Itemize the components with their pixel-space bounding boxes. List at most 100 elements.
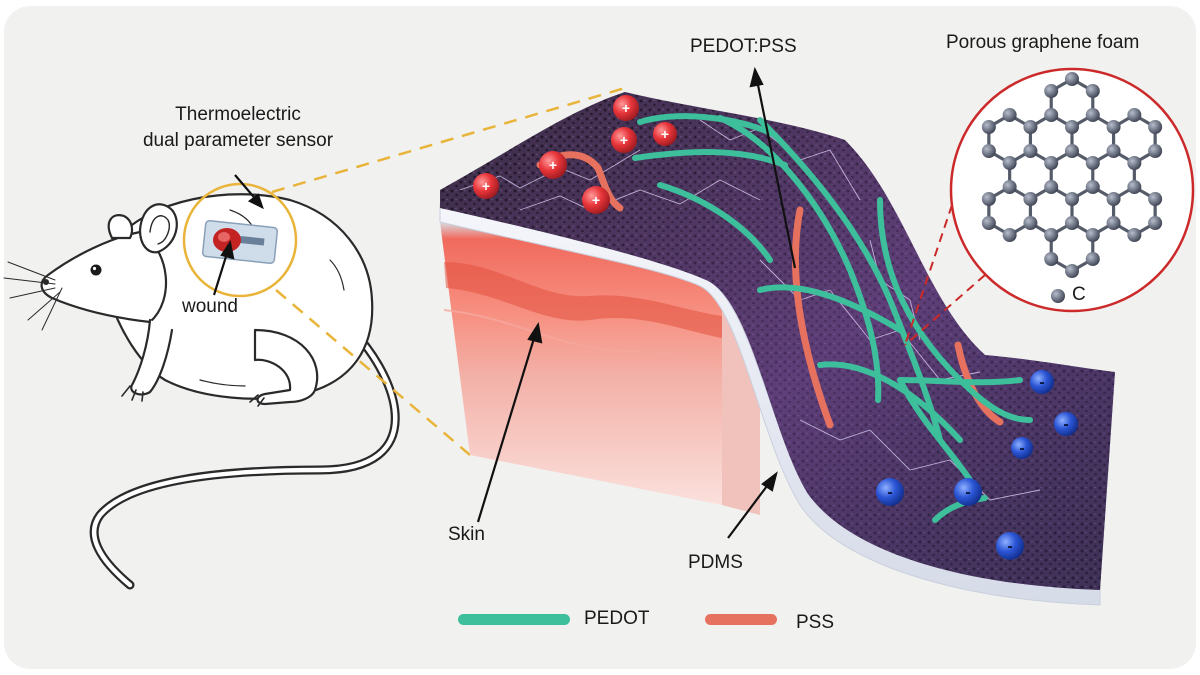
pdms-label: PDMS bbox=[688, 552, 743, 573]
positive-sign: + bbox=[482, 178, 490, 194]
carbon-atom bbox=[1127, 108, 1142, 122]
carbon-atom bbox=[1085, 84, 1100, 98]
legend-label-pss: PSS bbox=[796, 612, 835, 633]
sensor-label: Thermoelectric dual parameter sensor bbox=[138, 104, 338, 152]
negative-sign: - bbox=[887, 484, 892, 501]
carbon-atom bbox=[1127, 156, 1142, 170]
rat-illustration bbox=[3, 193, 400, 590]
negative-charge bbox=[1030, 370, 1054, 394]
carbon-atom bbox=[981, 216, 996, 230]
negative-charge bbox=[1054, 412, 1078, 436]
carbon-label: C bbox=[1072, 284, 1086, 305]
carbon-atom bbox=[1106, 216, 1121, 230]
negative-charges bbox=[876, 370, 1078, 560]
negative-sign: - bbox=[1007, 538, 1012, 555]
graphene-foam-label: Porous graphene foam bbox=[946, 32, 1140, 53]
positive-sign: + bbox=[592, 192, 600, 208]
carbon-atom bbox=[1023, 144, 1038, 158]
carbon-atom bbox=[981, 192, 996, 206]
negative-charge bbox=[996, 532, 1024, 560]
carbon-atom bbox=[1148, 192, 1163, 206]
rat-whiskers bbox=[3, 261, 63, 331]
positive-charge bbox=[539, 151, 567, 179]
negative-charge bbox=[876, 478, 904, 506]
carbon-atom bbox=[1085, 180, 1100, 194]
carbon-atom bbox=[1085, 252, 1100, 266]
legend-swatch-pedot bbox=[458, 614, 570, 625]
carbon-atom bbox=[1065, 264, 1079, 278]
rat-eye bbox=[90, 264, 102, 276]
carbon-atom bbox=[1044, 252, 1059, 266]
carbon-atom bbox=[1148, 120, 1163, 134]
rat-hind-leg bbox=[253, 328, 319, 406]
carbon-atom bbox=[1002, 228, 1017, 242]
rat-ear bbox=[138, 203, 178, 254]
carbon-atom bbox=[1002, 180, 1017, 194]
carbon-legend-atom bbox=[1051, 289, 1065, 303]
graphene-zoom-circle bbox=[949, 67, 1195, 313]
graphene-zoom bbox=[904, 67, 1195, 346]
negative-sign: - bbox=[1063, 416, 1068, 433]
carbon-atom bbox=[1023, 120, 1038, 134]
carbon-atom bbox=[1023, 192, 1038, 206]
carbon-atom bbox=[1148, 216, 1163, 230]
carbon-atom bbox=[1127, 180, 1142, 194]
carbon-atom bbox=[1044, 180, 1059, 194]
wound-label: wound bbox=[182, 296, 238, 317]
carbon-atom bbox=[1065, 216, 1079, 230]
sensor-label-line1: Thermoelectric bbox=[175, 104, 301, 125]
zoom-leader-lines bbox=[271, 86, 626, 456]
positive-charge bbox=[653, 122, 677, 146]
carbon-atom bbox=[1044, 228, 1059, 242]
positive-charge bbox=[582, 186, 610, 214]
negative-sign: - bbox=[1019, 440, 1024, 457]
sensor-label-line2: dual parameter sensor bbox=[142, 130, 334, 151]
carbon-atom bbox=[1085, 156, 1100, 170]
pedot-fibers bbox=[632, 113, 1033, 523]
positive-sign: + bbox=[549, 157, 557, 173]
legend-label-pedot: PEDOT bbox=[584, 608, 650, 629]
carbon-atom bbox=[981, 120, 996, 134]
negative-charge bbox=[954, 478, 982, 506]
carbon-atom bbox=[1085, 228, 1100, 242]
skin-label: Skin bbox=[448, 524, 485, 545]
graphene-lattice bbox=[981, 72, 1163, 278]
carbon-atom bbox=[1106, 120, 1121, 134]
positive-charges bbox=[473, 95, 677, 214]
graphene-leader-line bbox=[904, 204, 953, 346]
positive-charge bbox=[473, 173, 499, 199]
negative-charge bbox=[1011, 437, 1033, 459]
positive-charge bbox=[613, 95, 639, 121]
positive-sign: + bbox=[620, 132, 628, 148]
legend-swatches bbox=[458, 614, 777, 625]
carbon-atom bbox=[1044, 108, 1059, 122]
rat-front-leg bbox=[130, 318, 174, 396]
positive-charge bbox=[611, 127, 637, 153]
carbon-atom bbox=[1002, 108, 1017, 122]
carbon-atom bbox=[1065, 72, 1079, 86]
carbon-atom bbox=[1065, 120, 1079, 134]
carbon-atom bbox=[1002, 156, 1017, 170]
carbon-atom bbox=[1065, 144, 1079, 158]
carbon-atom bbox=[1044, 156, 1059, 170]
carbon-atom bbox=[1148, 144, 1163, 158]
carbon-atom bbox=[1065, 192, 1079, 206]
carbon-atom bbox=[1023, 216, 1038, 230]
rat-nose bbox=[43, 279, 49, 285]
pedot-pss-label: PEDOT:PSS bbox=[690, 36, 797, 57]
annotation-arrows bbox=[212, 66, 797, 539]
negative-sign: - bbox=[1039, 374, 1044, 391]
positive-sign: + bbox=[661, 126, 669, 142]
carbon-atom bbox=[981, 144, 996, 158]
positive-sign: + bbox=[622, 100, 630, 116]
carbon-atom bbox=[1127, 228, 1142, 242]
rat-ear-back bbox=[107, 214, 134, 240]
carbon-atom bbox=[1106, 144, 1121, 158]
legend-swatch-pss bbox=[705, 614, 777, 625]
negative-sign: - bbox=[965, 484, 970, 501]
carbon-atom bbox=[1044, 84, 1059, 98]
sensor-patch bbox=[201, 219, 279, 265]
carbon-atom bbox=[1106, 192, 1121, 206]
carbon-atom bbox=[1085, 108, 1100, 122]
